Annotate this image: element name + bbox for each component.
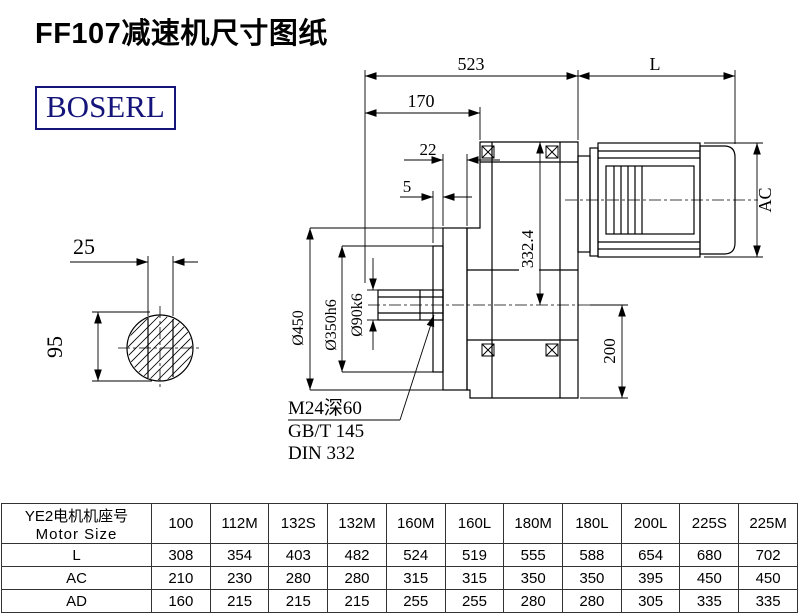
- note-gb-standard: GB/T 145: [288, 421, 364, 442]
- table-cell: 654: [620, 543, 681, 567]
- main-view: [368, 141, 758, 399]
- dimension-lines: [70, 70, 763, 421]
- motor-size-header-cn: YE2电机机座号: [24, 507, 129, 525]
- table-cell: 350: [503, 566, 564, 590]
- table-cell: 280: [503, 589, 564, 613]
- table-row-AC: AC 210 230 280 280 315 315 350 350 395 4…: [1, 566, 798, 590]
- table-cell: 215: [209, 589, 270, 613]
- table-cell: 335: [738, 589, 798, 613]
- dim-flange-thickness: 22: [420, 140, 437, 159]
- col-header: 160L: [444, 503, 505, 544]
- dim-motor-height: AC: [755, 187, 775, 212]
- dim-spigot-step: 5: [403, 177, 412, 196]
- motor-size-header-en: Motor Size: [35, 525, 118, 543]
- table-cell: 519: [444, 543, 505, 567]
- dim-flange-od: Ø450: [290, 310, 307, 346]
- page-title: FF107减速机尺寸图纸: [35, 18, 328, 50]
- brand-logo-text: BOSERL: [46, 89, 165, 124]
- dim-front-length: 170: [408, 91, 435, 111]
- note-din-standard: DIN 332: [288, 443, 355, 464]
- motor-size-table: YE2电机机座号 Motor Size 100 112M 132S 132M 1…: [1, 503, 798, 613]
- table-cell: 280: [268, 566, 329, 590]
- table-cell: 255: [444, 589, 505, 613]
- table-cell: 215: [327, 589, 387, 613]
- table-cell: 255: [385, 589, 446, 613]
- table-cell: 335: [679, 589, 740, 613]
- table-row-AD: AD 160 215 215 215 255 255 280 280 305 3…: [1, 589, 798, 613]
- table-cell: 680: [679, 543, 740, 567]
- dim-total-length: 523: [458, 54, 485, 74]
- technical-drawing: 523 L 170 22 5 AC 332.4 200 Ø450 Ø350h6 …: [42, 54, 775, 464]
- table-cell: 403: [268, 543, 329, 567]
- table-row-L: L 308 354 403 482 524 519 555 588 654 68…: [1, 543, 798, 567]
- table-cell: 210: [151, 566, 211, 590]
- table-cell: 160: [151, 589, 211, 613]
- table-cell: 395: [620, 566, 681, 590]
- table-cell: 280: [562, 589, 622, 613]
- shaft-end-view: [118, 306, 202, 390]
- row-label: AD: [1, 589, 152, 613]
- col-header: 180L: [562, 503, 622, 544]
- col-header: 160M: [385, 503, 446, 544]
- table-cell: 702: [738, 543, 798, 567]
- row-label: L: [1, 543, 152, 567]
- dim-shaft-dia: Ø90k6: [349, 293, 366, 337]
- bolt-marks: [481, 145, 559, 357]
- table-cell: 555: [503, 543, 564, 567]
- table-cell: 315: [444, 566, 505, 590]
- table-header-row: YE2电机机座号 Motor Size 100 112M 132S 132M 1…: [1, 503, 798, 544]
- table-cell: 450: [679, 566, 740, 590]
- table-cell: 354: [209, 543, 270, 567]
- dim-key-width: 25: [73, 234, 95, 259]
- table-cell: 524: [385, 543, 446, 567]
- dimension-labels: 523 L 170 22 5 AC 332.4 200 Ø450 Ø350h6 …: [42, 54, 775, 464]
- table-cell: 230: [209, 566, 270, 590]
- col-header: 100: [151, 503, 211, 544]
- col-header: 200L: [620, 503, 681, 544]
- dim-axis-height: 332.4: [518, 229, 537, 268]
- table-cell: 588: [562, 543, 622, 567]
- dim-motor-length: L: [650, 54, 661, 74]
- col-header: 225S: [679, 503, 740, 544]
- table-cell: 315: [385, 566, 446, 590]
- table-cell: 450: [738, 566, 798, 590]
- table-cell: 305: [620, 589, 681, 613]
- table-cell: 308: [151, 543, 211, 567]
- dim-foot-height: 200: [600, 338, 619, 364]
- col-header: 225M: [738, 503, 798, 544]
- col-header: 112M: [209, 503, 270, 544]
- table-cell: 215: [268, 589, 329, 613]
- col-header: 132M: [327, 503, 387, 544]
- table-cell: 350: [562, 566, 622, 590]
- table-cell: 482: [327, 543, 387, 567]
- col-header: 132S: [268, 503, 329, 544]
- col-header: 180M: [503, 503, 564, 544]
- motor-size-header: YE2电机机座号 Motor Size: [1, 503, 152, 544]
- note-tapped-hole: M24深60: [288, 397, 362, 419]
- dim-shaft-flat: 95: [42, 336, 67, 358]
- dim-spigot-dia: Ø350h6: [323, 299, 340, 351]
- table-cell: 280: [327, 566, 387, 590]
- brand-logo: BOSERL: [35, 86, 176, 130]
- row-label: AC: [1, 566, 152, 590]
